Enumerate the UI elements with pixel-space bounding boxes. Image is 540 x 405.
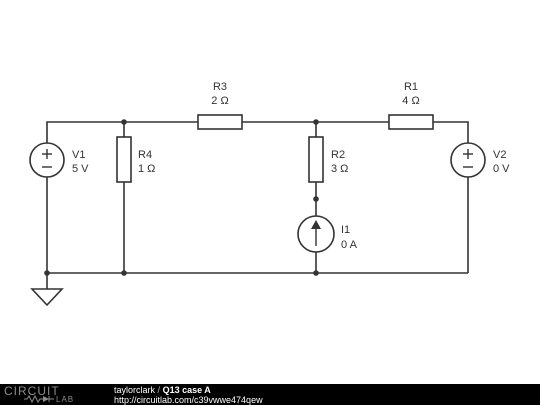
v2-value: 0 V [493, 163, 510, 175]
i1-value: 0 A [341, 239, 358, 251]
footer-info: taylorclark / Q13 case A http://circuitl… [114, 385, 263, 405]
voltage-source-v1[interactable] [29, 142, 65, 178]
resistor-r4[interactable] [116, 136, 132, 183]
v1-name: V1 [72, 149, 85, 161]
footer-bar: CIRCUIT LAB taylorclark / Q13 case A htt… [0, 384, 540, 405]
current-source-i1[interactable] [297, 215, 335, 253]
circuit-schematic: V1 5 V V2 0 V R3 2 Ω R1 4 Ω R4 1 Ω R2 3 … [29, 81, 510, 307]
logo-main-text: CIRCUIT [4, 384, 60, 398]
r4-value: 1 Ω [138, 163, 155, 175]
resistor-r3[interactable] [197, 114, 243, 130]
ground-symbol [30, 288, 64, 307]
v2-name: V2 [493, 149, 506, 161]
circuit-url[interactable]: http://circuitlab.com/c39vwwe474qew [114, 395, 263, 405]
circuit-title[interactable]: Q13 case A [162, 385, 211, 395]
circuitlab-logo[interactable]: CIRCUIT LAB [2, 384, 94, 405]
wires [46, 121, 469, 289]
r2-value: 3 Ω [331, 163, 348, 175]
author-link[interactable]: taylorclark [114, 385, 156, 395]
r3-name: R3 [213, 81, 227, 93]
r3-value: 2 Ω [211, 95, 228, 107]
resistor-r1[interactable] [388, 114, 434, 130]
resistor-r2[interactable] [308, 136, 324, 183]
v1-value: 5 V [72, 163, 89, 175]
junction-dots [44, 119, 319, 276]
i1-name: I1 [341, 224, 350, 236]
resistor-diode-icon [24, 394, 54, 404]
r4-name: R4 [138, 149, 152, 161]
r1-name: R1 [404, 81, 418, 93]
r1-value: 4 Ω [402, 95, 419, 107]
r2-name: R2 [331, 149, 345, 161]
voltage-source-v2[interactable] [450, 142, 486, 178]
logo-sub-text: LAB [56, 395, 75, 404]
breadcrumb-separator: / [157, 385, 161, 395]
